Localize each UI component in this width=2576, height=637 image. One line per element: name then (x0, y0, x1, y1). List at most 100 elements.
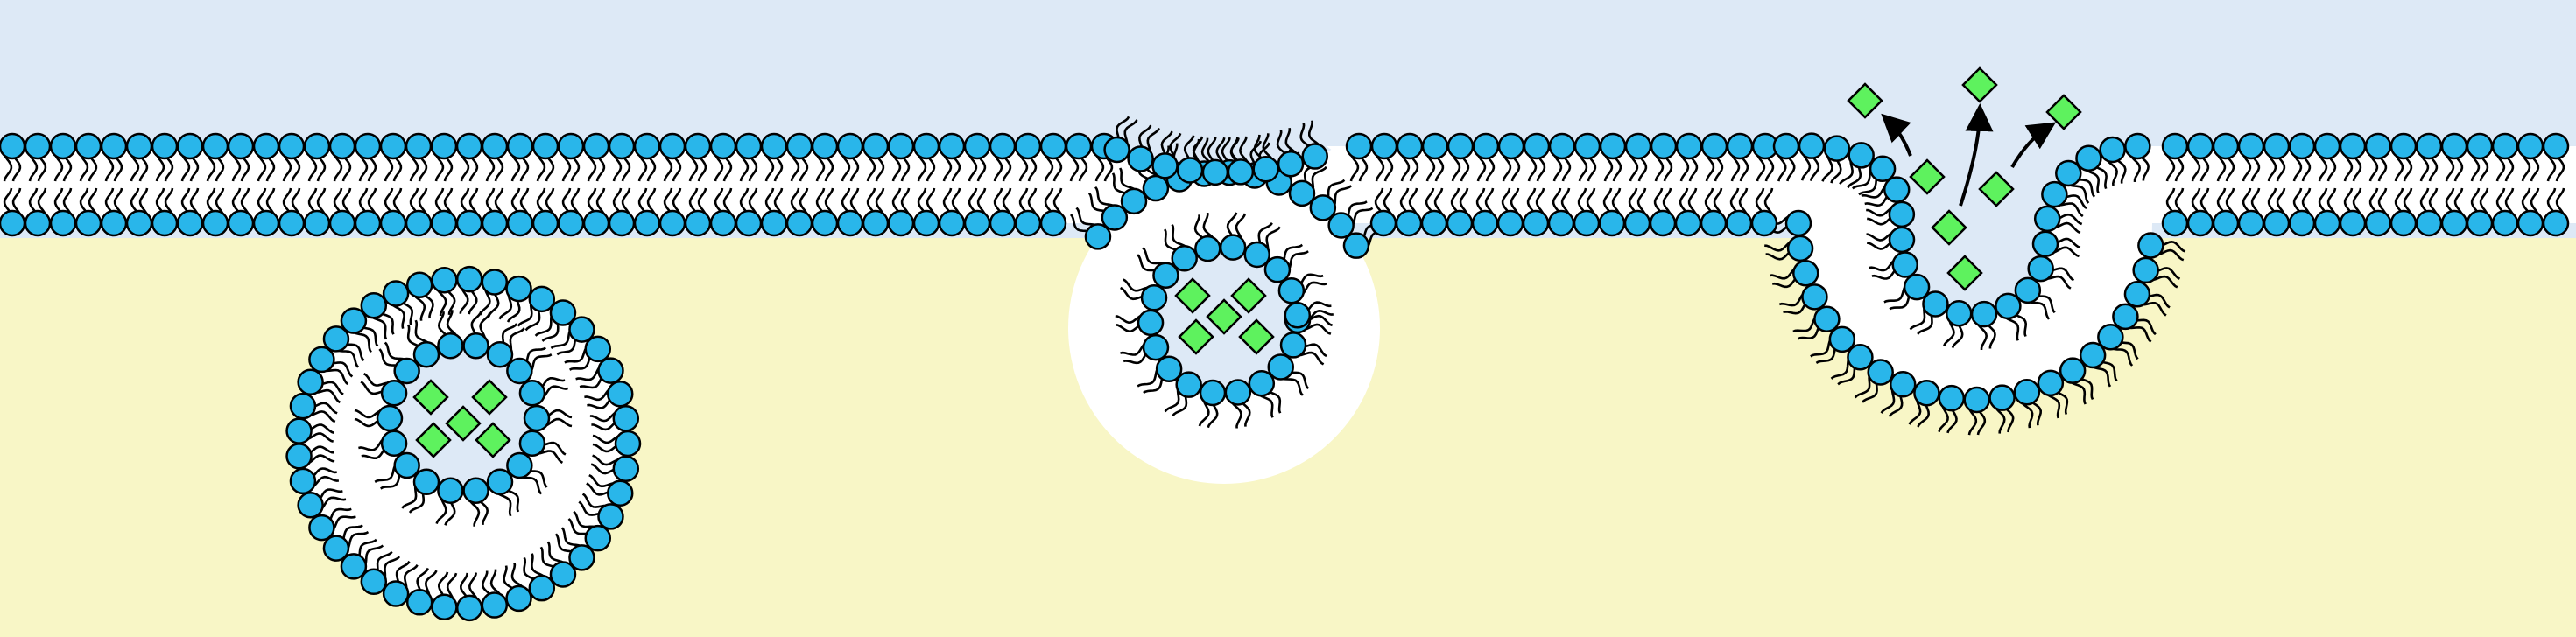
lipid-head-icon (1395, 209, 1423, 237)
lipid-head-icon (1155, 355, 1183, 382)
lipid-head-icon (506, 132, 534, 160)
lipid-head-icon (481, 592, 509, 619)
lipid-head-icon (176, 209, 204, 237)
lipid-head-icon (1176, 157, 1204, 184)
lipid-head-icon (658, 132, 686, 160)
lipid-head-icon (2186, 209, 2214, 237)
lipid-head-icon (606, 480, 634, 507)
lipid-head-icon (606, 381, 634, 408)
lipid-head-icon (2161, 209, 2189, 237)
lipid-head-icon (151, 209, 179, 237)
cargo-molecule-icon (1931, 209, 1967, 246)
lipid-head-icon (481, 269, 509, 296)
lipid-head-icon (360, 568, 388, 596)
lipid-head-icon (405, 209, 433, 237)
lipid-head-icon (1370, 132, 1398, 160)
lipid-head-icon (518, 380, 546, 407)
lipid-head-icon (785, 132, 813, 160)
lipid-head-icon (405, 271, 433, 298)
lipid-head-icon (382, 280, 410, 307)
lipid-head-icon (1263, 256, 1292, 284)
lipid-head-icon (1127, 145, 1154, 172)
lipid-head-icon (1889, 371, 1917, 398)
lipid-head-icon (568, 316, 595, 343)
lipid-head-icon (1201, 158, 1229, 186)
lipid-head-icon (252, 132, 280, 160)
lipid-head-icon (1573, 132, 1601, 160)
lipid-head-icon (938, 209, 966, 237)
lipid-head-icon (1945, 300, 1973, 327)
lipid-head-icon (297, 368, 324, 396)
lipid-head-icon (354, 209, 382, 237)
lipid-head-icon (597, 503, 624, 530)
lipid-head-icon (1938, 384, 1966, 412)
lipid-head-icon (1573, 209, 1601, 237)
lipid-head-icon (2389, 209, 2418, 237)
lipid-head-icon (1014, 132, 1042, 160)
lipid-head-icon (1277, 150, 1305, 178)
lipid-head-icon (1786, 234, 1814, 262)
lipid-head-icon (322, 535, 350, 562)
lipid-head-icon (1227, 158, 1255, 186)
lipid-head-icon (1199, 379, 1227, 407)
lipid-head-icon (1345, 132, 1373, 160)
lipid-head-icon (437, 477, 464, 504)
lipid-head-icon (1243, 241, 1271, 269)
lipid-head-icon (24, 132, 52, 160)
lipid-head-icon (393, 357, 420, 385)
lipid-head-icon (1523, 132, 1551, 160)
lipid-head-icon (811, 132, 839, 160)
lipid-head-icon (0, 209, 26, 237)
lipid-head-icon (379, 132, 407, 160)
cargo-molecule-icon (2045, 94, 2082, 130)
lipid-head-icon (2079, 341, 2107, 369)
lipid-head-icon (100, 132, 128, 160)
lipid-head-icon (2041, 180, 2068, 208)
lipid-head-icon (285, 443, 313, 470)
lipid-head-icon (2491, 209, 2519, 237)
lipid-head-icon (2212, 209, 2240, 237)
lipid-head-icon (684, 209, 712, 237)
lipid-head-icon (597, 357, 624, 384)
lipid-head-icon (1142, 174, 1170, 202)
lipid-head-icon (1891, 251, 1919, 278)
lipid-head-icon (462, 477, 489, 504)
lipid-head-icon (938, 132, 966, 160)
lipid-head-icon (2542, 209, 2570, 237)
lipid-head-icon (582, 209, 610, 237)
lipid-head-icon (2440, 132, 2468, 160)
lipid-head-icon (455, 594, 483, 622)
lipid-head-icon (2440, 209, 2468, 237)
lipid-head-icon (431, 266, 458, 294)
lipid-head-icon (1847, 344, 1874, 371)
cargo-molecule-icon (1961, 66, 1998, 103)
lipid-head-icon (1342, 232, 1370, 259)
lipid-head-icon (252, 209, 280, 237)
lipid-head-icon (1548, 132, 1576, 160)
lipid-head-icon (862, 209, 890, 237)
lipid-head-icon (709, 132, 737, 160)
lipid-head-icon (1750, 209, 1778, 237)
lipid-head-icon (380, 380, 408, 407)
lipid-head-icon (2415, 209, 2443, 237)
lipid-head-icon (2263, 209, 2291, 237)
lipid-head-icon (523, 404, 551, 432)
lipid-head-icon (1171, 245, 1198, 272)
lipid-head-icon (760, 209, 788, 237)
lipid-head-icon (1792, 259, 1819, 287)
lipid-head-icon (2059, 357, 2087, 384)
lipid-head-icon (308, 514, 335, 542)
lipid-head-icon (1369, 209, 1397, 237)
lipid-head-icon (412, 468, 440, 495)
lipid-head-icon (1446, 132, 1475, 160)
lipid-head-icon (760, 132, 788, 160)
lipid-head-icon (1224, 379, 1252, 406)
lipid-head-icon (2339, 132, 2367, 160)
lipid-head-icon (462, 332, 489, 360)
lipid-head-icon (2516, 132, 2544, 160)
lipid-head-icon (1649, 209, 1677, 237)
lipid-head-icon (887, 132, 915, 160)
lipid-head-icon (2033, 205, 2061, 233)
lipid-head-icon (2237, 132, 2265, 160)
lipid-head-icon (684, 132, 712, 160)
